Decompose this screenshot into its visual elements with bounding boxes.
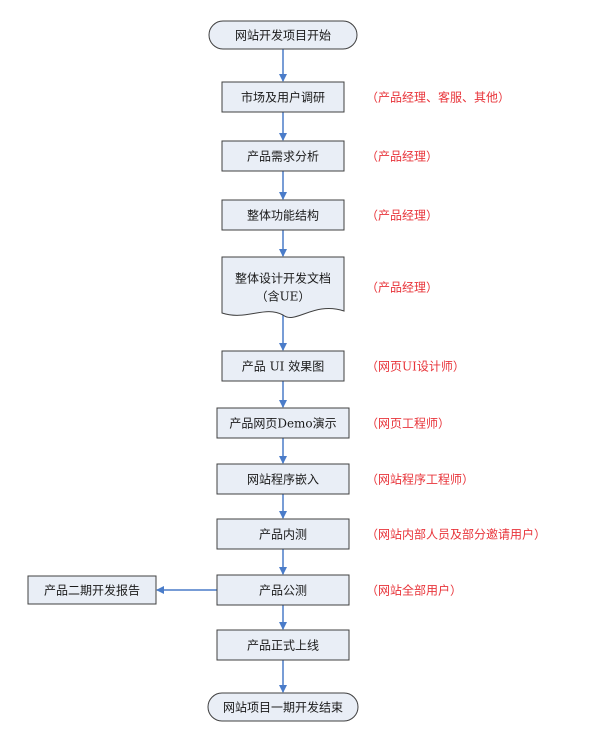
role-label: （产品经理） [366,281,438,295]
process-shape [216,463,350,495]
node-public-test: 产品公测 [216,574,350,606]
node-design-doc: 整体设计开发文档 （含UE） [221,256,345,318]
terminal-shape [208,20,358,50]
role-label: （产品经理、客服、其他） [366,90,510,105]
node-label: 产品二期开发报告 [44,583,140,598]
role-label: （产品经理） [366,150,438,164]
node-launch: 产品正式上线 [216,629,350,661]
process-shape [221,81,345,113]
node-label: 产品需求分析 [247,150,319,164]
node-sublabel: （含UE） [256,289,311,304]
node-label: 整体功能结构 [247,208,319,223]
node-internal-test: 产品内测 [216,518,350,550]
node-demo: 产品网页Demo演示 [216,407,350,439]
node-label: 网站项目一期开发结束 [223,700,343,715]
node-label: 产品 UI 效果图 [242,359,324,374]
process-shape [216,518,350,550]
process-shape [221,140,345,172]
terminal-shape [207,692,359,722]
node-end: 网站项目一期开发结束 [207,692,359,722]
node-embed: 网站程序嵌入 [216,463,350,495]
node-label: 整体设计开发文档 [235,271,331,286]
role-label: （产品经理） [366,209,438,223]
process-shape [221,350,345,382]
role-label: （网站内部人员及部分邀请用户） [366,527,546,542]
node-start: 网站开发项目开始 [208,20,358,50]
node-label: 网站开发项目开始 [235,28,331,43]
process-shape [221,199,345,231]
node-label: 网站程序嵌入 [247,472,319,487]
process-shape [216,629,350,661]
role-label: （网站程序工程师） [366,472,474,487]
node-research: 市场及用户调研 [221,81,345,113]
node-label: 市场及用户调研 [241,90,325,105]
node-label: 产品内测 [259,528,307,542]
node-label: 产品网页Demo演示 [229,416,336,431]
process-shape [27,575,157,605]
node-ui: 产品 UI 效果图 [221,350,345,382]
node-label: 产品公测 [259,584,307,598]
role-label: （网站全部用户） [366,583,462,598]
node-requirements: 产品需求分析 [221,140,345,172]
process-shape [216,574,350,606]
role-label: （网页工程师） [366,416,450,431]
document-shape [221,256,345,318]
node-label: 产品正式上线 [247,639,319,653]
node-structure: 整体功能结构 [221,199,345,231]
process-shape [216,407,350,439]
node-phase2-report: 产品二期开发报告 [27,575,157,605]
role-label: （网页UI设计师） [366,360,465,374]
